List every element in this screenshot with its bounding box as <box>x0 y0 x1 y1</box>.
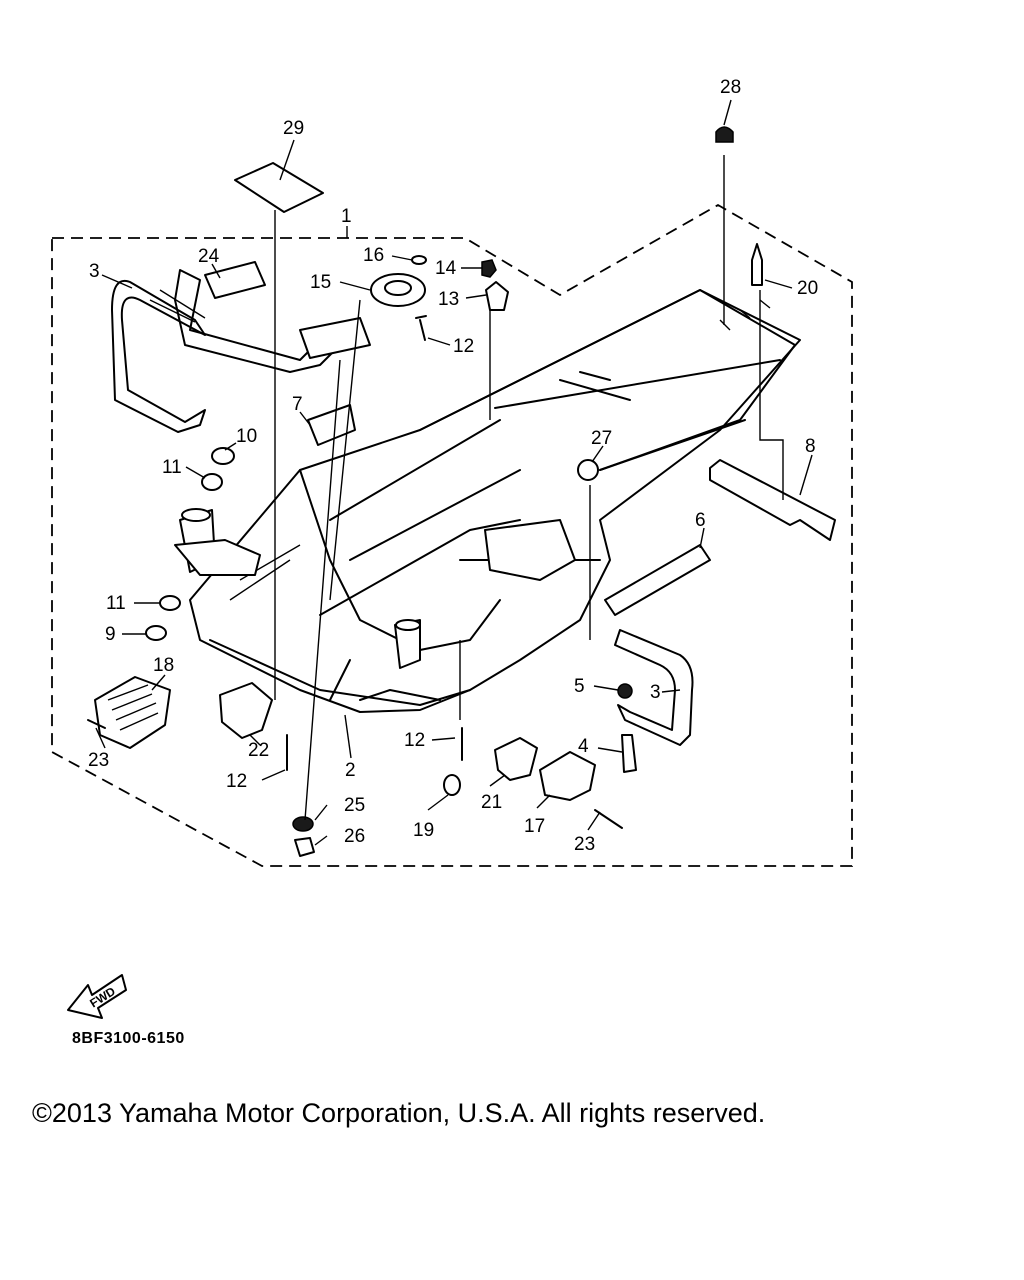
part-23-screw-left <box>87 719 106 729</box>
callout-11-top: 11 <box>162 457 182 478</box>
callout-29: 29 <box>283 118 304 139</box>
callout-3-right: 3 <box>650 682 661 703</box>
callout-1: 1 <box>341 206 352 227</box>
callout-28: 28 <box>720 77 741 98</box>
callout-4: 4 <box>578 736 589 757</box>
part-25-washer <box>292 816 314 832</box>
callout-12-mid: 12 <box>404 730 425 751</box>
callout-17: 17 <box>524 816 545 837</box>
callout-2: 2 <box>345 760 356 781</box>
leader-lines <box>95 99 813 846</box>
callout-8: 8 <box>805 436 816 457</box>
callout-18: 18 <box>153 655 174 676</box>
callout-10: 10 <box>236 426 257 447</box>
guide-lines <box>274 155 784 821</box>
callout-5: 5 <box>574 676 585 697</box>
callout-6: 6 <box>695 510 706 531</box>
part-24-handle <box>174 261 371 373</box>
callout-20: 20 <box>797 278 818 299</box>
callout-9: 9 <box>105 624 116 645</box>
part-11-bushing-top <box>201 473 223 491</box>
callout-11-bottom: 11 <box>106 593 126 614</box>
part-28-cap <box>715 126 734 143</box>
callout-12-top: 12 <box>453 336 474 357</box>
part-11-bushing-bottom <box>159 595 181 611</box>
part-14-nut <box>481 259 497 278</box>
part-18-intake <box>94 676 171 749</box>
right-shock-tower <box>394 619 421 669</box>
callout-25: 25 <box>344 795 365 816</box>
callout-24: 24 <box>198 246 220 267</box>
fwd-label: FWD <box>87 984 118 1011</box>
part-22-gasket <box>219 682 273 739</box>
callout-12-left: 12 <box>226 771 247 792</box>
callout-3-left: 3 <box>89 261 100 282</box>
part-27-plug <box>577 459 599 481</box>
copyright-notice: ©2013 Yamaha Motor Corporation, U.S.A. A… <box>32 1098 766 1128</box>
callout-19: 19 <box>413 820 434 841</box>
part-10-bushing <box>211 447 235 465</box>
tunnel-plate <box>719 299 771 331</box>
part-13-bracket <box>485 281 509 311</box>
callout-13: 13 <box>438 289 459 310</box>
assembly-boundary <box>51 203 853 867</box>
callout-21: 21 <box>481 792 502 813</box>
part-4-bolt <box>621 734 637 773</box>
callout-27: 27 <box>591 428 612 449</box>
frame-body <box>189 289 801 713</box>
part-17-cover <box>539 751 596 801</box>
part-3-right-bumper <box>614 629 694 746</box>
callout-14: 14 <box>435 258 457 279</box>
part-5-nut <box>617 683 633 699</box>
callout-7: 7 <box>292 394 303 415</box>
callout-22: 22 <box>248 740 269 761</box>
part-8-bracket <box>709 459 836 541</box>
part-16-nut <box>411 255 427 265</box>
part-9-bushing <box>145 625 167 641</box>
callout-numbers: 1 2 3 3 4 5 6 7 8 9 10 11 11 12 12 12 12… <box>88 77 818 855</box>
part-6-rail <box>604 544 711 616</box>
fwd-arrow-icon: FWD <box>67 974 127 1019</box>
part-26-nut <box>294 837 315 857</box>
callout-15: 15 <box>310 272 331 293</box>
part-3-left-bumper <box>111 279 206 433</box>
part-20-bolt <box>751 243 763 286</box>
callout-23-right: 23 <box>574 834 595 855</box>
callout-26: 26 <box>344 826 365 847</box>
callout-16: 16 <box>363 245 384 266</box>
part-29-label <box>234 162 324 213</box>
part-19-grommet <box>443 774 461 796</box>
part-21-gasket <box>494 737 538 781</box>
part-15-ring <box>370 273 426 307</box>
part-number: 8BF3100-6150 <box>72 1030 185 1047</box>
left-shock-tower <box>174 508 261 576</box>
callout-23-left: 23 <box>88 750 109 771</box>
part-12-bolt-top <box>415 315 427 341</box>
